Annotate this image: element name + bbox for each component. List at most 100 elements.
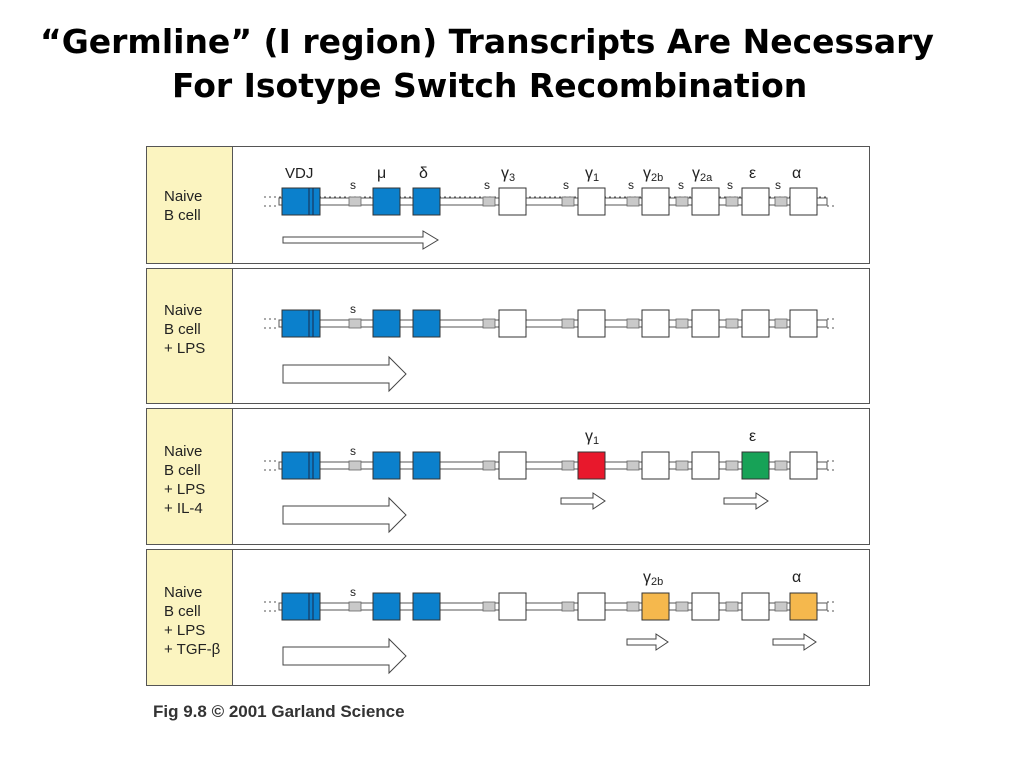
gamma1-segment	[577, 187, 606, 216]
gamma2b-label: γ2b	[643, 165, 663, 184]
condition-text: Naive B cell + LPS + TGF-β	[164, 584, 221, 658]
switch-s-mu: s	[350, 302, 356, 316]
condition-label: Naive B cell + LPS	[147, 269, 233, 403]
panel-lps: Naive B cell + LPS s	[146, 268, 870, 404]
switch-region-mu	[348, 318, 362, 329]
gamma2b-label: γ2b	[643, 569, 663, 588]
epsilon-segment	[741, 592, 770, 621]
switch-region-gamma1	[561, 460, 575, 471]
title-line-1: “Germline” (I region) Transcripts Are Ne…	[40, 22, 934, 61]
switch-region-gamma1	[561, 196, 575, 207]
title-line-2: For Isotype Switch Recombination	[172, 66, 808, 105]
switch-s-gamma3: s	[484, 178, 490, 192]
mu-segment	[372, 187, 401, 216]
switch-region-gamma2a	[675, 601, 689, 612]
alpha-label: α	[792, 165, 801, 182]
transcript-arrow	[282, 230, 439, 250]
gamma3-label: γ3	[501, 165, 515, 184]
alpha-segment-highlighted	[789, 592, 818, 621]
switch-region-gamma3	[482, 460, 496, 471]
gamma2b-segment	[641, 309, 670, 338]
switch-region-gamma2a	[675, 196, 689, 207]
switch-s-gamma1: s	[563, 178, 569, 192]
slide-title: “Germline” (I region) Transcripts Are Ne…	[0, 20, 1024, 108]
gamma3-segment	[498, 451, 527, 480]
delta-segment	[412, 451, 441, 480]
epsilon-segment-highlighted	[741, 451, 770, 480]
switch-region-gamma1	[561, 318, 575, 329]
epsilon-segment	[741, 309, 770, 338]
epsilon-segment	[741, 187, 770, 216]
transcript-arrow-mu	[282, 637, 407, 675]
panel-lps-il4: Naive B cell + LPS + IL-4 γ1 ε s	[146, 408, 870, 545]
condition-label: Naive B cell	[147, 147, 233, 263]
switch-region-gamma3	[482, 196, 496, 207]
vdj-segment	[281, 451, 321, 480]
chromosome-strand	[278, 602, 828, 611]
switch-s-gamma2b: s	[628, 178, 634, 192]
germline-transcript-arrow-epsilon	[723, 492, 769, 510]
gamma2a-segment	[691, 187, 720, 216]
switch-region-gamma3	[482, 601, 496, 612]
condition-text: Naive B cell	[164, 188, 203, 224]
switch-s-alpha: s	[775, 178, 781, 192]
alpha-segment	[789, 309, 818, 338]
switch-region-gamma2b	[626, 460, 640, 471]
figure-caption: Fig 9.8 © 2001 Garland Science	[153, 702, 405, 721]
switch-region-mu	[348, 196, 362, 207]
vdj-segment	[281, 592, 321, 621]
switch-region-alpha	[774, 601, 788, 612]
locus-diagram: VDJ μ δ γ3 γ1 γ2b γ2a ε α s s s s s s s	[264, 165, 835, 250]
gamma3-segment	[498, 187, 527, 216]
gamma2b-segment-highlighted	[641, 592, 670, 621]
gamma1-segment-highlighted	[577, 451, 606, 480]
mu-segment	[372, 451, 401, 480]
locus-diagram: γ2b α s	[264, 569, 835, 675]
alpha-segment	[789, 187, 818, 216]
locus-diagram: γ1 ε s	[264, 428, 835, 534]
switch-region-gamma3	[482, 318, 496, 329]
switch-region-alpha	[774, 318, 788, 329]
vdj-label: VDJ	[285, 165, 313, 182]
switch-region-mu	[348, 601, 362, 612]
gamma2b-segment	[641, 451, 670, 480]
gamma2a-label: γ2a	[692, 165, 713, 184]
switch-region-epsilon	[725, 460, 739, 471]
gamma1-label: γ1	[585, 165, 599, 184]
switch-region-alpha	[774, 196, 788, 207]
germline-transcript-arrow-gamma2b	[626, 633, 669, 651]
gamma3-segment	[498, 592, 527, 621]
gamma1-segment	[577, 309, 606, 338]
chromosome-strand	[278, 319, 828, 328]
transcript-arrow-mu	[282, 496, 407, 534]
germline-transcript-arrow-alpha	[772, 633, 817, 651]
panel-lps-tgfb: Naive B cell + LPS + TGF-β γ2b α s	[146, 549, 870, 686]
vdj-segment	[281, 187, 321, 216]
mu-segment	[372, 592, 401, 621]
chromosome-strand	[278, 461, 828, 470]
gamma2a-segment	[691, 592, 720, 621]
condition-text: Naive B cell + LPS	[164, 302, 206, 357]
delta-segment	[412, 592, 441, 621]
switch-s-mu: s	[350, 178, 356, 192]
gamma2b-segment	[641, 187, 670, 216]
switch-region-gamma1	[561, 601, 575, 612]
switch-region-gamma2b	[626, 601, 640, 612]
switch-region-gamma2a	[675, 460, 689, 471]
chromosome-strand	[278, 197, 828, 206]
switch-s-mu: s	[350, 444, 356, 458]
condition-text: Naive B cell + LPS + IL-4	[164, 443, 206, 517]
gamma1-label: γ1	[585, 428, 599, 447]
switch-s-gamma2a: s	[678, 178, 684, 192]
epsilon-label: ε	[749, 165, 756, 182]
vdj-segment	[281, 309, 321, 338]
delta-label: δ	[419, 165, 428, 182]
condition-label: Naive B cell + LPS + TGF-β	[147, 550, 233, 685]
switch-s-mu: s	[350, 585, 356, 599]
switch-region-gamma2a	[675, 318, 689, 329]
gamma2a-segment	[691, 309, 720, 338]
switch-region-alpha	[774, 460, 788, 471]
germline-transcript-arrow-gamma1	[560, 492, 606, 510]
epsilon-label: ε	[749, 428, 756, 445]
gamma3-segment	[498, 309, 527, 338]
